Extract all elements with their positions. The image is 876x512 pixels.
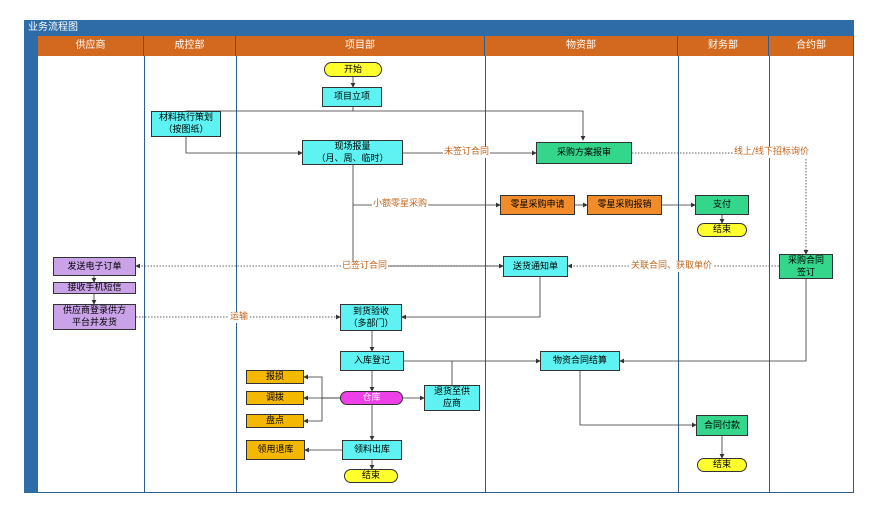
left-sidebar-band — [24, 36, 38, 493]
diagram-frame — [24, 20, 854, 493]
edge-label-online-offline: 线上/线下招标询价 — [733, 147, 811, 158]
edge-label-small-purchase: 小额零星采购 — [372, 199, 429, 210]
edge — [352, 205, 504, 269]
edge — [185, 137, 303, 156]
payment-node: 支付 — [695, 195, 749, 215]
end-node-payment: 结束 — [697, 223, 747, 237]
return-supplier-node: 退货至供 应商 — [424, 385, 480, 411]
send-eorder-node: 发送电子订单 — [53, 257, 136, 276]
edge — [303, 398, 323, 424]
inventory-node: 盘点 — [246, 414, 304, 428]
receive-goods-node: 到货验收 （多部门） — [340, 304, 402, 331]
scrap-node: 报损 — [246, 370, 304, 384]
purchase-contract-node: 采购合同 签订 — [779, 254, 833, 279]
purchase-plan-node: 采购方案报审 — [536, 142, 632, 164]
edge-label-unsigned-contract: 未签订合同 — [443, 147, 491, 158]
end-node-stock-out: 结束 — [344, 469, 398, 483]
lane-header-contract: 合约部 — [769, 36, 854, 56]
lane-divider — [678, 56, 679, 493]
small-purchase-reimburse-node: 零星采购报销 — [587, 195, 662, 215]
warehouse-node: 仓库 — [340, 391, 403, 405]
edge — [619, 278, 807, 364]
material-plan-node: 材料执行策划 （按图纸） — [151, 111, 221, 137]
stock-out-node: 领料出库 — [342, 440, 402, 460]
contract-payment-node: 合同付款 — [696, 415, 748, 436]
edge-label-transport: 运输 — [229, 312, 250, 323]
edge — [579, 371, 697, 428]
lane-header-materials: 物资部 — [485, 36, 678, 56]
lane-header-cost-control: 成控部 — [144, 36, 236, 56]
edge-label-link-contract: 关联合同、获取单价 — [630, 261, 714, 272]
lane-header-supplier: 供应商 — [38, 36, 144, 56]
edge — [353, 110, 586, 141]
edge — [401, 276, 541, 320]
material-settlement-node: 物资合同结算 — [540, 351, 620, 371]
project-setup-node: 项目立项 — [322, 87, 382, 107]
lane-header-finance: 财务部 — [678, 36, 769, 56]
edge-label-signed-contract: 已签订合同 — [341, 261, 389, 272]
small-purchase-apply-node: 零星采购申请 — [500, 195, 575, 215]
receive-sms-node: 接收手机短信 — [53, 282, 136, 294]
lane-divider — [236, 56, 237, 493]
edge — [303, 374, 340, 399]
transfer-node: 调拨 — [246, 391, 304, 405]
delivery-notice-node: 送货通知单 — [503, 256, 568, 277]
return-stock-node: 领用退库 — [246, 440, 305, 460]
stock-in-node: 入库登记 — [340, 351, 404, 371]
lane-divider — [144, 56, 145, 493]
lane-header-project: 项目部 — [236, 36, 485, 56]
lane-divider — [485, 56, 486, 493]
end-node-contract-payment: 结束 — [697, 458, 747, 472]
supplier-login-ship-node: 供应商登录供方 平台并发货 — [53, 304, 136, 330]
diagram-title: 业务流程图 — [24, 20, 854, 36]
site-report-node: 现场报量 （月、周、临时） — [302, 140, 403, 165]
start-node: 开始 — [324, 62, 382, 77]
lane-divider — [769, 56, 770, 493]
